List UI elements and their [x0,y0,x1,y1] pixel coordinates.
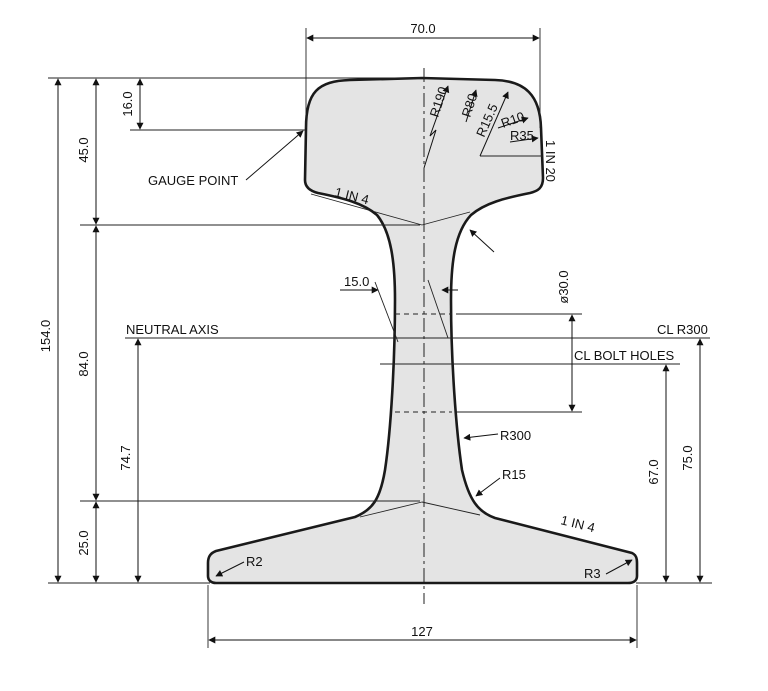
web-height-label: 84.0 [76,351,91,376]
r15-leader [475,477,501,497]
neutral-axis-height-label: 74.7 [118,445,133,470]
rail-section-outline [206,76,639,585]
web-thickness-guide-left [374,281,399,343]
total-height-label: 154.0 [38,320,53,353]
bolt-diameter-label: ø30.0 [556,270,571,303]
r2-leader [215,561,245,577]
head-taper-line-left [310,193,423,226]
r3-label: R3 [584,566,601,581]
web-fillet-arrow [469,229,495,253]
r2-label: R2 [246,554,263,569]
r15-label: R15 [502,467,526,482]
gauge-point-leader [245,130,304,181]
web-thickness-label: 15.0 [344,274,369,289]
r10-leader [497,116,529,129]
bolt-height-label: 67.0 [646,459,661,484]
neutral-axis-label: NEUTRAL AXIS [126,322,219,337]
head-taper-line-right [421,211,471,226]
head-top-label: 16.0 [120,91,135,116]
foot-taper-line-right [421,501,481,516]
r35-label: R35 [510,128,534,143]
cl-r300-height-label: 75.0 [680,445,695,470]
gauge-point-label: GAUGE POINT [148,173,238,188]
head-height-label: 45.0 [76,137,91,162]
r300-leader [463,433,499,441]
r35-leader [509,135,539,143]
head-width-label: 70.0 [410,21,435,36]
r3-leader [605,559,633,575]
r80-leader [465,89,478,123]
cl-bolt-holes-label: CL BOLT HOLES [574,348,675,363]
foot-height-label: 25.0 [76,530,91,555]
foot-slope-label: 1 IN 4 [559,512,596,535]
cl-r300-label: CL R300 [657,322,708,337]
r190-leader [423,85,450,169]
r300-label: R300 [500,428,531,443]
foot-taper-line-left [359,501,423,518]
foot-width-label: 127 [411,624,433,639]
r80-label: R80 [459,92,481,119]
r15-5-leader [479,91,509,157]
web-thickness-guide-right [427,279,449,339]
head-slope-label: 1 IN 20 [543,140,558,182]
